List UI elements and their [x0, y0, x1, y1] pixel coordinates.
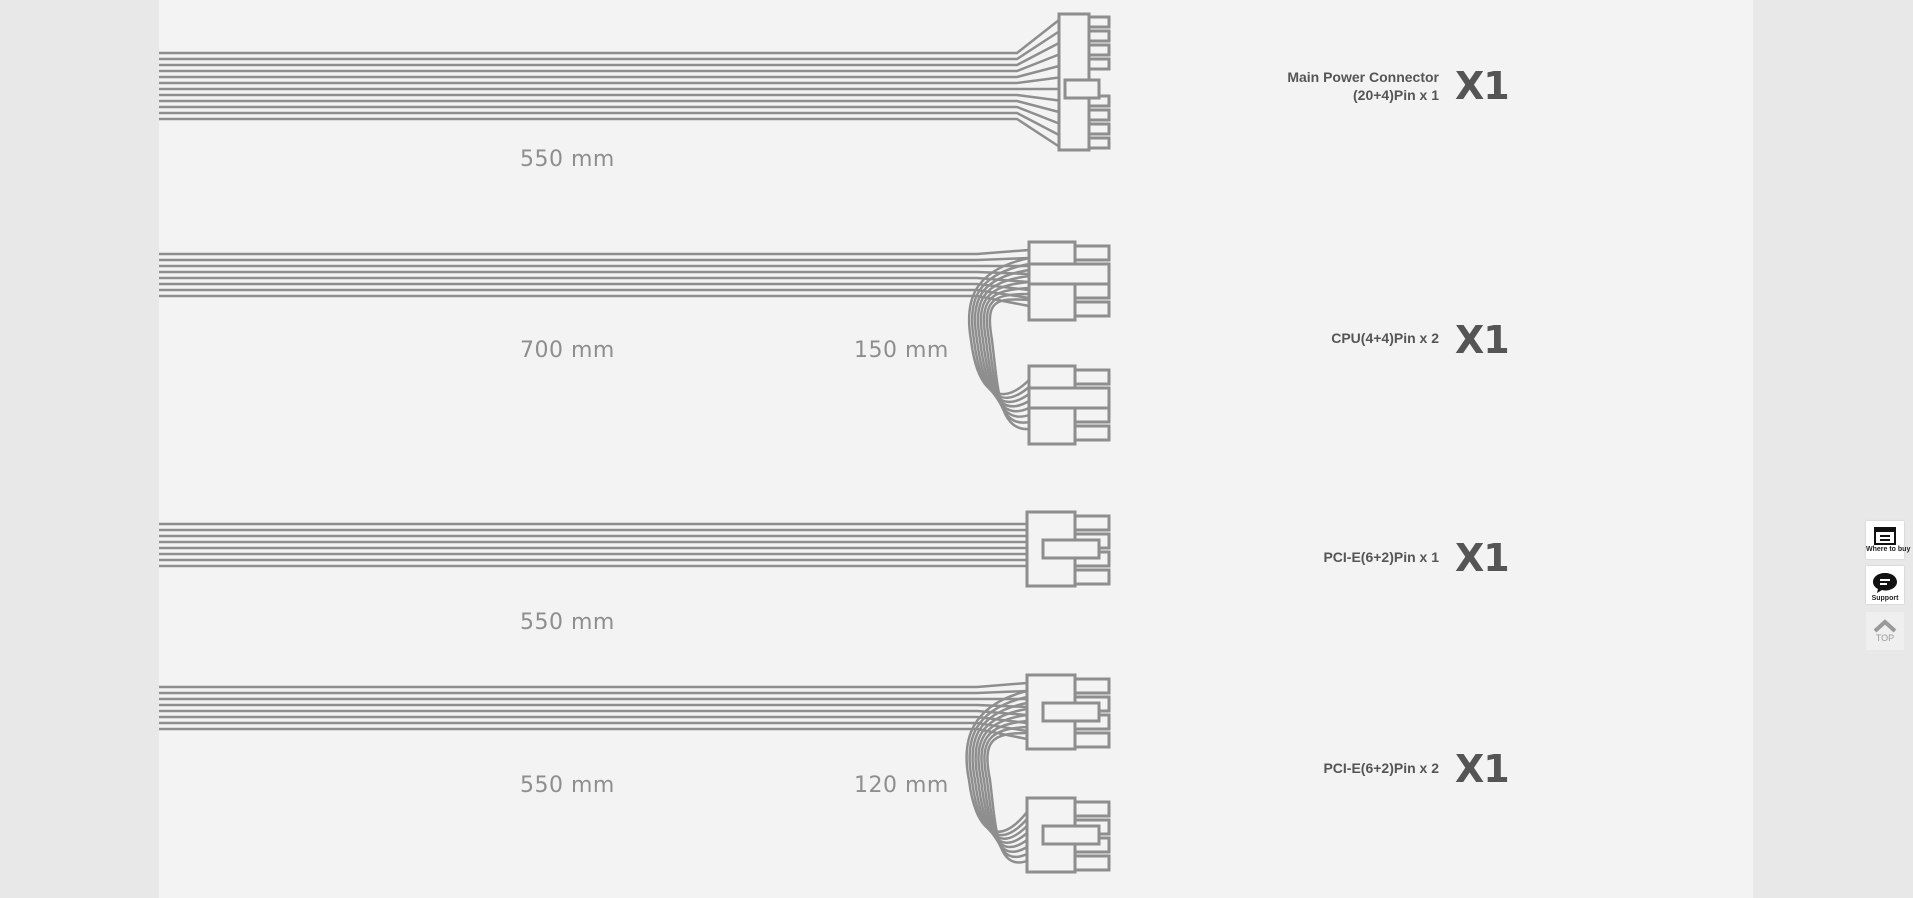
wire [983, 725, 1028, 859]
main-power-connector [1057, 12, 1111, 152]
pcie-single-connector [1025, 510, 1111, 588]
cable-name: Main Power Connector (20+4)Pin x 1 [1287, 69, 1439, 103]
length-label: 550 mm [520, 147, 615, 172]
cable-name: PCI-E(6+2)Pin x 2 [1323, 760, 1439, 776]
pcie-double-connector-1 [1025, 673, 1111, 751]
wire [967, 256, 1030, 396]
main-power-wires [159, 19, 1060, 148]
top-label: TOP [1875, 633, 1895, 643]
wire [968, 695, 1028, 837]
wire [159, 19, 1060, 55]
wire [159, 248, 1030, 256]
pcie-double-wires [159, 681, 1028, 864]
wire [980, 719, 1028, 854]
cable-name: CPU(4+4)Pin x 2 [1331, 330, 1439, 346]
wire [965, 689, 1028, 833]
split-length-label: 120 mm [854, 773, 949, 798]
cpu-connector-2 [1027, 364, 1111, 446]
pcie-single-cable-drawing [159, 510, 1111, 588]
chat-bubble-icon [1873, 573, 1897, 593]
quantity-label: X1 [1455, 536, 1510, 580]
length-label: 550 mm [520, 773, 615, 798]
where-to-buy-button[interactable]: Where to buy [1866, 521, 1911, 559]
cable-row-main-power: 550 mm Main Power Connector (20+4)Pin x … [159, 0, 1753, 180]
wire [159, 294, 1030, 308]
wire [159, 727, 1028, 741]
back-to-top-button[interactable]: TOP [1866, 612, 1904, 650]
cpu-connector-1 [1027, 240, 1111, 322]
cable-row-pcie-double: 550 mm 120 mm PCI-E(6+2)Pin x 2 X1 [159, 665, 1753, 890]
wire [159, 276, 1030, 284]
pcie-single-wires [159, 522, 1027, 568]
wire [979, 280, 1030, 413]
quantity-label: X1 [1455, 64, 1510, 108]
wire [159, 256, 1030, 262]
wire [159, 703, 1028, 709]
wire [982, 286, 1030, 418]
wire [159, 709, 1028, 717]
wire [159, 76, 1060, 85]
cable-spec-panel: 550 mm Main Power Connector (20+4)Pin x … [159, 0, 1753, 898]
store-icon [1874, 527, 1896, 545]
wire [159, 689, 1028, 695]
wire [976, 274, 1030, 408]
wire [159, 64, 1060, 79]
quantity-label: X1 [1455, 318, 1510, 362]
pcie-double-cable-drawing [159, 673, 1111, 874]
wire [973, 268, 1030, 404]
wire [974, 707, 1028, 844]
where-to-buy-label: Where to buy [1866, 546, 1911, 553]
cpu-cable-drawing [159, 240, 1111, 446]
wire [159, 681, 1028, 689]
wire [159, 93, 1060, 102]
wire [988, 298, 1030, 431]
wire [159, 53, 1060, 73]
wire [159, 111, 1060, 137]
support-button[interactable]: Support [1866, 566, 1904, 604]
quantity-label: X1 [1455, 747, 1510, 791]
cable-name: PCI-E(6+2)Pin x 1 [1323, 549, 1439, 565]
support-label: Support [1871, 595, 1899, 602]
wire [159, 99, 1060, 114]
wire [971, 701, 1028, 840]
wire [159, 270, 1030, 276]
wire [985, 292, 1030, 424]
wire [159, 715, 1028, 725]
wire [159, 282, 1030, 292]
main-power-cable-drawing [159, 12, 1111, 152]
pcie-double-connector-2 [1025, 796, 1111, 874]
wire [159, 41, 1060, 67]
cpu-wires [159, 248, 1030, 431]
wire [977, 713, 1028, 849]
wire [986, 731, 1028, 864]
wire [159, 30, 1060, 61]
length-label: 700 mm [520, 338, 615, 363]
cable-row-cpu: 700 mm 150 mm CPU(4+4)Pin x 2 X1 [159, 230, 1753, 450]
wire [159, 117, 1060, 148]
wire [159, 105, 1060, 125]
split-length-label: 150 mm [854, 338, 949, 363]
chevron-up-icon [1873, 619, 1897, 633]
cable-row-pcie-single: 550 mm PCI-E(6+2)Pin x 1 X1 [159, 500, 1753, 640]
length-label: 550 mm [520, 610, 615, 635]
wire [970, 262, 1030, 400]
